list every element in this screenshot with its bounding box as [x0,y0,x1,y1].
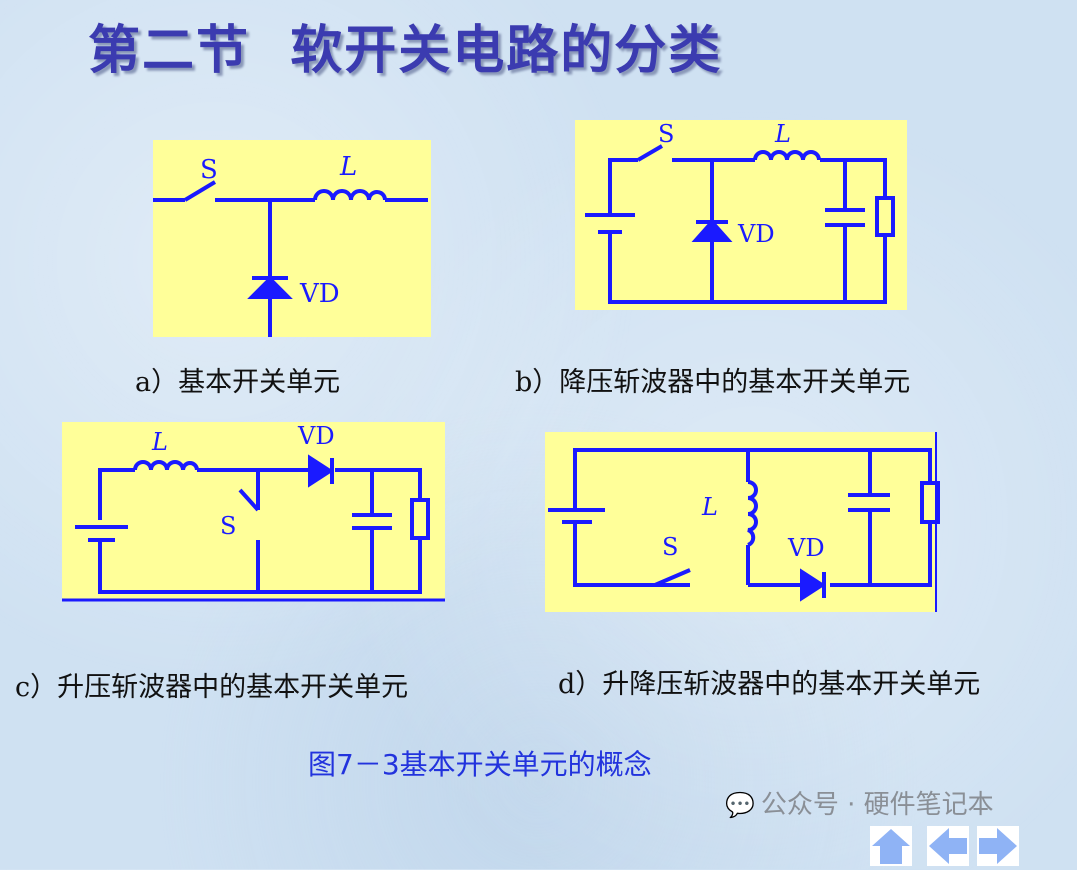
diode-label: VD [787,534,825,562]
circuit-a-panel [153,140,431,337]
diode-label: VD [737,220,775,248]
inductor-icon [313,189,387,201]
diode-label: VD [299,279,340,309]
prev-button[interactable] [927,826,969,866]
caption-d: d）升降压斩波器中的基本开关单元 [558,669,981,700]
slide-title: 第二节 软开关电路的分类 [88,21,723,81]
next-button[interactable] [977,826,1019,866]
switch-label: S [200,155,218,185]
caption-a: a）基本开关单元 [135,367,341,398]
switch-label: S [220,512,236,540]
home-button[interactable] [870,826,912,866]
caption-b: b）降压斩波器中的基本开关单元 [515,367,911,398]
circuit-b: S L VD [585,120,895,304]
circuit-c-panel [62,422,445,600]
diode-label: VD [297,422,335,450]
home-icon [872,829,910,864]
diode-icon [247,276,293,299]
watermark-text: 公众号 · 硬件笔记本 [760,790,994,820]
inductor-label: L [701,493,718,521]
arrow-left-icon [929,828,967,864]
switch-label: S [662,533,678,561]
circuit-a: S L VD [153,152,428,337]
caption-c: c）升压斩波器中的基本开关单元 [15,672,409,703]
watermark: 💬 公众号 · 硬件笔记本 [725,790,994,820]
switch-label: S [658,120,674,148]
inductor-label: L [339,152,357,182]
circuit-c: L VD S [62,422,445,602]
figure-caption: 图7－3基本开关单元的概念 [308,748,652,781]
inductor-label: L [151,428,168,456]
arrow-right-icon [979,828,1017,864]
wechat-icon: 💬 [725,791,755,819]
circuit-d: L S VD [548,432,940,612]
inductor-label: L [774,120,791,148]
